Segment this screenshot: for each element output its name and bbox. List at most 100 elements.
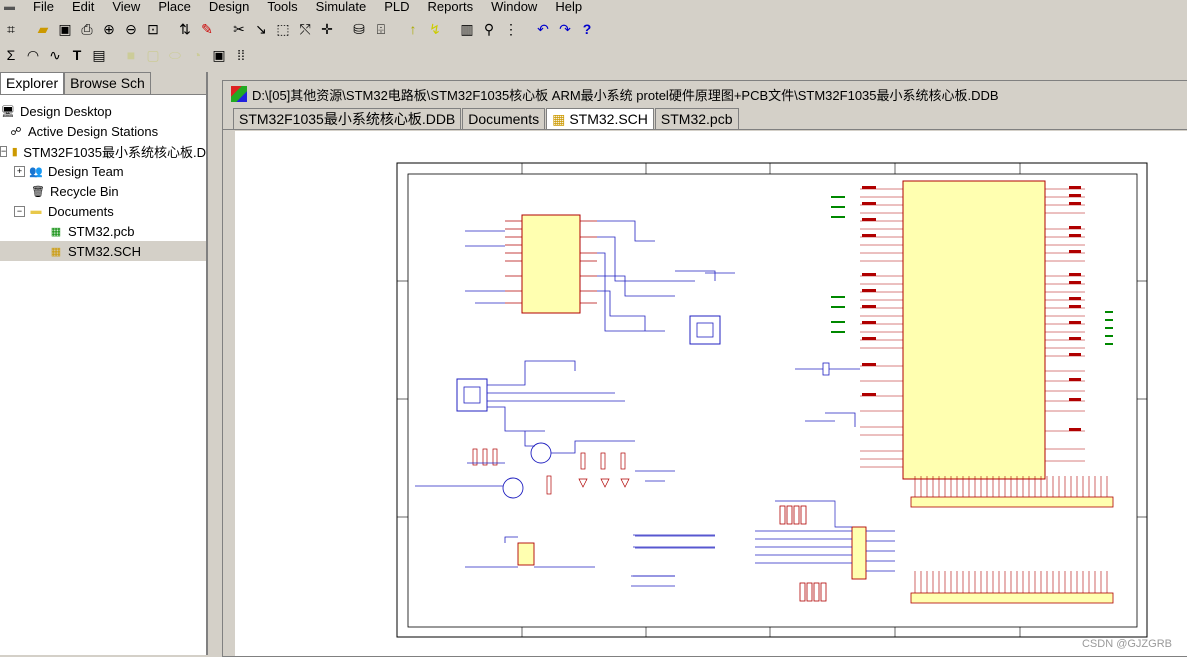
help-icon[interactable]: ? xyxy=(582,21,592,37)
menu-help[interactable]: Help xyxy=(555,0,583,14)
ellipse-icon[interactable]: ⬭ xyxy=(169,46,181,63)
roundrect-icon[interactable]: ▢ xyxy=(146,46,160,63)
mcu-chip xyxy=(902,180,1046,480)
menu-file[interactable]: File xyxy=(33,0,54,14)
document-titlebar: D:\[05]其他资源\STM32电路板\STM32F1035核心板 ARM最小… xyxy=(223,81,1187,107)
cut-icon[interactable]: ✂ xyxy=(233,20,245,37)
sch-tab-icon: ▦ xyxy=(552,110,566,127)
select-rect-icon[interactable]: ⬚ xyxy=(276,20,290,37)
menu-design[interactable]: Design xyxy=(208,0,250,14)
pin-icon[interactable]: ⚲ xyxy=(483,20,495,37)
expand-icon[interactable]: + xyxy=(14,165,25,177)
doctab-ddb[interactable]: STM32F1035最小系统核心板.DDB xyxy=(233,108,462,129)
watermark: CSDN @GJZGRB xyxy=(1081,638,1172,650)
recycle-bin-icon: 🗑 xyxy=(31,185,45,198)
schematic-canvas[interactable]: CSDN @GJZGRB xyxy=(235,131,1187,656)
zoom-in-icon[interactable]: ⊕ xyxy=(103,20,115,37)
tree-item-desktop[interactable]: 🖥 Design Desktop xyxy=(1,103,112,119)
pencil-icon[interactable]: ✎ xyxy=(201,20,213,37)
explorer-tabs: Explorer Browse Sch xyxy=(0,72,206,95)
collapse-icon[interactable]: − xyxy=(14,205,25,217)
explorer-panel: Explorer Browse Sch 🖥 Design Desktop ☍ A… xyxy=(0,72,208,655)
move-cross-icon[interactable]: ✛ xyxy=(321,20,333,37)
browse-icon[interactable]: ▥ xyxy=(460,20,474,37)
menu-bar: ▬ File Edit View Place Design Tools Simu… xyxy=(0,0,1187,14)
hierarchy-icon[interactable]: ⋮ xyxy=(504,20,518,37)
collapse-icon[interactable]: − xyxy=(0,145,8,157)
curve-icon[interactable]: ∿ xyxy=(49,46,61,63)
menu-reports[interactable]: Reports xyxy=(427,0,474,14)
usb-area-wires xyxy=(465,220,735,332)
system-menu-icon[interactable]: ▬ xyxy=(4,1,15,13)
textframe-icon[interactable]: ▤ xyxy=(92,46,106,63)
redo-icon[interactable]: ↷ xyxy=(559,20,571,37)
tree-item-design-team[interactable]: + 👥 Design Team xyxy=(0,161,206,181)
save-icon[interactable]: ▣ xyxy=(58,20,72,37)
text-icon[interactable]: T xyxy=(72,47,82,63)
arc-icon[interactable]: ◠ xyxy=(26,46,40,63)
undo-icon[interactable]: ↶ xyxy=(537,20,549,37)
stations-icon: ☍ xyxy=(10,125,22,138)
pin-header-leads xyxy=(914,476,1108,593)
menu-view[interactable]: View xyxy=(112,0,141,14)
green-net-labels xyxy=(831,196,1113,345)
image-icon[interactable]: ▣ xyxy=(212,46,226,63)
desktop-icon: 🖥 xyxy=(1,105,15,118)
app-icon xyxy=(231,86,247,102)
wire-icon[interactable]: ↘ xyxy=(255,20,267,37)
zoom-out-icon[interactable]: ⊖ xyxy=(125,20,137,37)
menu-simulate[interactable]: Simulate xyxy=(315,0,367,14)
header-connector xyxy=(851,526,867,580)
power-area-wires xyxy=(487,360,625,447)
sheet-outer-border xyxy=(396,162,1148,638)
mcu-pins-right xyxy=(1045,188,1085,462)
transistor-q2 xyxy=(502,477,524,499)
zone-ticks xyxy=(397,163,1147,637)
pie-icon[interactable]: ◔ xyxy=(192,47,202,63)
pin-header-top xyxy=(910,496,1114,604)
tree-item-pcb[interactable]: ▦ STM32.pcb xyxy=(0,221,206,241)
rectangle-icon[interactable]: ■ xyxy=(126,47,136,63)
up-down-icon[interactable]: ⇅ xyxy=(179,20,191,37)
move-icon[interactable]: ⤲ xyxy=(299,20,311,37)
menu-edit[interactable]: Edit xyxy=(71,0,95,14)
doctab-sch[interactable]: ▦STM32.SCH xyxy=(546,108,654,129)
tree-item-recycle-bin[interactable]: 🗑 Recycle Bin xyxy=(31,183,119,199)
menu-tools[interactable]: Tools xyxy=(267,0,298,14)
tree-item-sch[interactable]: ▦ STM32.SCH xyxy=(0,241,206,261)
library-icon[interactable]: ⛁ xyxy=(353,20,365,37)
doctab-pcb[interactable]: STM32.pcb xyxy=(654,108,739,129)
print-icon[interactable]: ⎙ xyxy=(81,20,93,37)
usb-b-connector-left xyxy=(456,378,488,412)
array-icon[interactable]: ⁞⁞ xyxy=(237,47,245,63)
panel-splitter[interactable] xyxy=(208,72,216,655)
cross-probe-icon[interactable]: ↯ xyxy=(429,20,441,37)
schematic-drawing xyxy=(396,162,1148,638)
open-icon[interactable]: ▰ xyxy=(37,20,49,37)
probe-icon[interactable]: ↑ xyxy=(409,21,417,37)
usb-b-connector-top xyxy=(689,315,721,345)
tree-item-database[interactable]: − ▮ STM32F1035最小系统核心板.D xyxy=(0,144,206,160)
tree-icon[interactable]: ⌗ xyxy=(7,20,15,37)
document-tabs: STM32F1035最小系统核心板.DDB Documents ▦STM32.S… xyxy=(223,107,1187,130)
document-window: D:\[05]其他资源\STM32电路板\STM32F1035核心板 ARM最小… xyxy=(222,80,1187,657)
component-icon[interactable]: ⌹ xyxy=(376,20,386,37)
transistor-q1 xyxy=(530,442,552,464)
tree-item-documents[interactable]: − ▬ Documents xyxy=(0,201,206,221)
folder-icon: ▬ xyxy=(30,205,42,217)
sigma-icon[interactable]: Σ xyxy=(6,47,16,63)
zoom-fit-icon[interactable]: ⊡ xyxy=(147,20,159,37)
database-icon: ▮ xyxy=(11,145,18,158)
menu-window[interactable]: Window xyxy=(491,0,538,14)
tree-item-stations[interactable]: ☍ Active Design Stations xyxy=(0,121,206,141)
tab-explorer[interactable]: Explorer xyxy=(0,72,65,94)
main-toolbar: ⌗ ▰ ▣ ⎙ ⊕ ⊖ ⊡ ⇅ ✎ ✂ ↘ ⬚ ⤲ ✛ ⛁ ⌹ ↑ ↯ ▥ ⚲ … xyxy=(0,18,1187,40)
mcu-pins-left xyxy=(860,188,903,468)
explorer-tree: 🖥 Design Desktop ☍ Active Design Station… xyxy=(0,95,206,261)
sheet-inner-border xyxy=(407,173,1138,628)
tab-browse-sch[interactable]: Browse Sch xyxy=(64,72,151,94)
voltage-regulator xyxy=(517,542,535,566)
menu-place[interactable]: Place xyxy=(158,0,191,14)
menu-pld[interactable]: PLD xyxy=(384,0,410,14)
doctab-documents[interactable]: Documents xyxy=(462,108,546,129)
